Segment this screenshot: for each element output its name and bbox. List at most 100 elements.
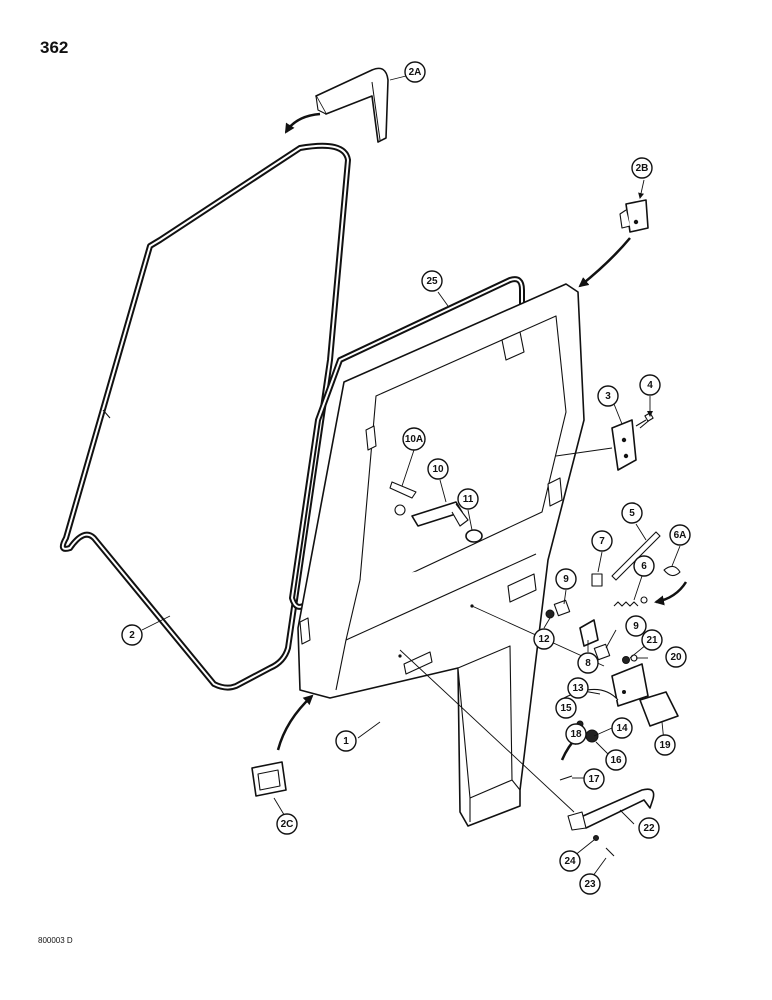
- callout-label: 12: [538, 634, 550, 645]
- callout-c16: 16: [605, 749, 627, 771]
- callout-label: 23: [584, 879, 596, 890]
- callout-c21: 21: [641, 629, 663, 651]
- callout-label: 6A: [674, 530, 687, 541]
- callout-label: 7: [599, 536, 605, 547]
- callout-circle: [579, 873, 601, 895]
- callout-c7: 7: [591, 530, 613, 552]
- callout-c2c: 2C: [276, 813, 298, 835]
- callout-c12: 12: [533, 628, 555, 650]
- callout-c3: 3: [597, 385, 619, 407]
- callout-label: 2A: [409, 67, 422, 78]
- callout-circle: [597, 385, 619, 407]
- hinge-part-3: [611, 419, 637, 471]
- bushing-part-9: [553, 599, 611, 661]
- callout-circle: [638, 817, 660, 839]
- callout-label: 20: [670, 652, 682, 663]
- washers-part-20-21: [622, 654, 638, 664]
- callout-circle: [631, 157, 653, 179]
- callout-label: 8: [585, 658, 591, 669]
- callout-circle: [427, 458, 449, 480]
- callout-c10a: 10A: [402, 427, 426, 451]
- door-frame-part-1: [297, 283, 585, 827]
- callout-c2: 2: [121, 624, 143, 646]
- callout-label: 18: [570, 729, 582, 740]
- callout-label: 13: [572, 683, 584, 694]
- callout-c19: 19: [654, 734, 676, 756]
- callout-circle: [605, 749, 627, 771]
- callout-c4: 4: [639, 374, 661, 396]
- spring-part-6: [613, 596, 648, 607]
- callout-label: 14: [616, 723, 628, 734]
- callout-label: 9: [563, 574, 569, 585]
- callout-c9b: 9: [625, 615, 647, 637]
- callout-c14: 14: [611, 717, 633, 739]
- knob-part-11: [465, 529, 483, 543]
- callout-circle: [665, 646, 687, 668]
- callout-c22: 22: [638, 817, 660, 839]
- callout-c8: 8: [577, 652, 599, 674]
- callout-circle: [533, 628, 555, 650]
- callout-c25: 25: [421, 270, 443, 292]
- callout-label: 9: [633, 621, 639, 632]
- grab-handle-part-22: [567, 788, 655, 831]
- callout-label: 4: [647, 380, 653, 391]
- nut-part-12: [545, 609, 555, 619]
- callout-circle: [654, 734, 676, 756]
- callout-label: 10: [432, 464, 444, 475]
- callout-leaders: [141, 75, 681, 881]
- callout-circle: [555, 697, 577, 719]
- callout-label: 22: [643, 823, 655, 834]
- callout-c11: 11: [457, 488, 479, 510]
- callout-circle: [639, 374, 661, 396]
- callout-circle: [402, 427, 426, 451]
- callout-circle: [633, 555, 655, 577]
- callout-label: 25: [426, 276, 438, 287]
- callout-c5: 5: [621, 502, 643, 524]
- callout-label: 10A: [405, 434, 423, 445]
- callout-c18: 18: [565, 723, 587, 745]
- window-seal-part-2: [59, 142, 351, 691]
- callout-c10: 10: [427, 458, 449, 480]
- callout-label: 2C: [281, 819, 294, 830]
- callout-label: 5: [629, 508, 635, 519]
- callout-label: 2B: [636, 163, 649, 174]
- callout-circle: [641, 629, 663, 651]
- callout-c15: 15: [555, 697, 577, 719]
- callout-c13: 13: [567, 677, 589, 699]
- callout-circle: [567, 677, 589, 699]
- callout-circle: [421, 270, 443, 292]
- hinge-part-2b: [619, 199, 649, 233]
- rod-part-5: [611, 531, 661, 581]
- callout-circle: [276, 813, 298, 835]
- callout-label: 11: [463, 494, 474, 505]
- callout-c6a: 6A: [669, 524, 691, 546]
- callout-label: 2: [129, 630, 135, 641]
- outer-handle-part-19: [639, 691, 679, 727]
- callout-c2a: 2A: [404, 61, 426, 83]
- callout-circle: [335, 730, 357, 752]
- bushing-part-7: [591, 573, 603, 587]
- callout-c20: 20: [665, 646, 687, 668]
- callout-bubbles: 122A2B2C34566A78991010A11121314151617181…: [121, 61, 691, 895]
- callout-circle: [577, 652, 599, 674]
- callout-circle: [565, 723, 587, 745]
- fasteners-part-23-24: [593, 835, 615, 857]
- key-part-10a: [389, 481, 417, 516]
- callout-circle: [669, 524, 691, 546]
- callout-circle: [621, 502, 643, 524]
- callout-c2b: 2B: [631, 157, 653, 179]
- callout-circle: [591, 530, 613, 552]
- bolt-part-4: [635, 412, 654, 429]
- callout-label: 1: [343, 736, 349, 747]
- seal-corner-part-2a: [315, 67, 389, 143]
- callout-label: 16: [610, 755, 622, 766]
- callout-circle: [555, 568, 577, 590]
- callout-c9a: 9: [555, 568, 577, 590]
- drawing-code: 800003 D: [38, 936, 73, 945]
- callout-circle: [457, 488, 479, 510]
- callout-circle: [559, 850, 581, 872]
- callout-circle: [404, 61, 426, 83]
- callout-c6: 6: [633, 555, 655, 577]
- callout-circle: [611, 717, 633, 739]
